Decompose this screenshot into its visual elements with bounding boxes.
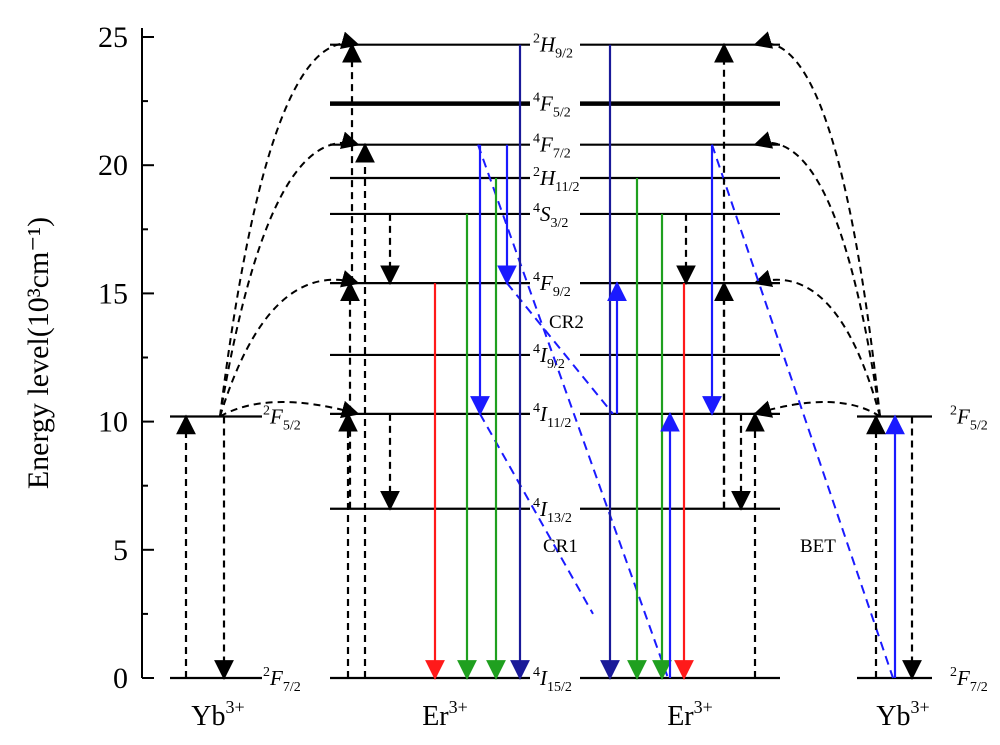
transition-arrows [176, 42, 922, 680]
y-tick-label: 0 [113, 662, 128, 695]
yb-left-level-label: 2F5/2 [263, 403, 301, 433]
annotation-bet: BET [800, 536, 836, 557]
er-level-label: 4F9/2 [533, 270, 571, 300]
y-tick-label: 5 [113, 534, 128, 567]
ion-label: Er3+ [667, 697, 713, 732]
energy-transfer-curve [219, 270, 360, 417]
cross-relaxation-line [506, 282, 614, 415]
er-level-label: 4I15/2 [533, 665, 572, 695]
er-level-label: 2H11/2 [533, 165, 580, 195]
er-level-label: 4I13/2 [533, 496, 572, 526]
energy-transfer-curve [219, 400, 360, 419]
energy-transfer-curve [753, 400, 881, 418]
energy-transfer-curve [219, 31, 360, 417]
ion-label: Er3+ [422, 697, 468, 732]
energy-transfer-curve [753, 269, 881, 417]
y-axis-ticks: 0 5 10 15 20 25 [98, 21, 154, 695]
er-level-label: 4F5/2 [533, 91, 571, 121]
er-level-label: 4I9/2 [533, 342, 565, 372]
annotation-cr1: CR1 [543, 536, 578, 557]
er-level-label: 4S3/2 [533, 201, 568, 231]
cross-relaxation-line [711, 144, 894, 679]
er-level-label: 4I11/2 [533, 401, 571, 431]
ion-label: Yb3+ [876, 697, 929, 732]
y-tick-label: 10 [98, 406, 128, 439]
y-tick-label: 15 [98, 277, 128, 310]
yb-right-level-label: 2F5/2 [950, 403, 988, 433]
yb-right-level-label: 2F7/2 [950, 665, 988, 695]
y-tick-label: 25 [98, 21, 128, 54]
er-level-label: 2H9/2 [533, 32, 573, 62]
energy-transfer-curve [753, 31, 881, 417]
yb-left-level-label: 2F7/2 [263, 665, 301, 695]
cross-relaxation-line [479, 413, 594, 615]
y-axis-title: Energy level(10³cm⁻¹) [22, 217, 55, 489]
y-tick-label: 20 [98, 149, 128, 182]
ion-labels: Yb3+ Er3+ Er3+ Yb3+ [191, 697, 929, 732]
er-level-label: 4F7/2 [533, 132, 571, 162]
annotation-cr2: CR2 [549, 312, 584, 333]
y-axis: 0 5 10 15 20 25 Energy level(10³cm⁻¹) [22, 21, 154, 695]
ion-label: Yb3+ [191, 697, 244, 732]
